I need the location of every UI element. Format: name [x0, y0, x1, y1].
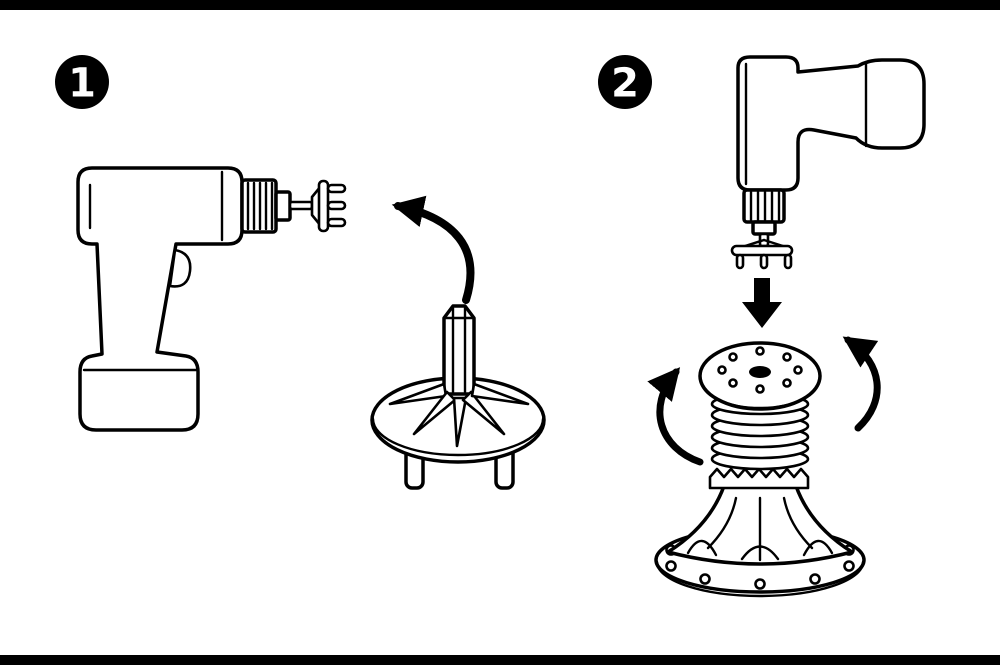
- bottom-border-bar: [0, 655, 1000, 665]
- step-1-badge: 1: [55, 55, 109, 109]
- chuck-knurling: [246, 181, 274, 231]
- pedestal-adjustment-key-icon: [370, 304, 546, 490]
- step-1-group: 1: [55, 55, 546, 490]
- cordless-drill-icon: [736, 55, 926, 248]
- driver-bit-adapter-icon: [730, 238, 794, 270]
- step-2-number: 2: [611, 60, 639, 106]
- top-border-bar: [0, 0, 1000, 10]
- bit-shaft: [288, 200, 314, 211]
- drill-nose: [751, 220, 777, 236]
- step-1-badge-circle: [55, 55, 109, 109]
- step-2-badge: 2: [598, 55, 652, 109]
- drill-body: [736, 55, 926, 192]
- top-disc-center-slot: [749, 366, 771, 378]
- rotation-arrow-icon: [647, 367, 704, 466]
- drill-trigger: [168, 248, 192, 288]
- pedestal-lock-ring: [708, 467, 810, 490]
- step-2-group: 2: [598, 55, 926, 598]
- cordless-drill-icon: [76, 166, 314, 432]
- drill-nose: [274, 190, 292, 222]
- drill-body: [76, 166, 244, 432]
- top-disc-holes: [717, 346, 803, 394]
- chuck-knurling: [749, 190, 781, 222]
- step-1-number: 1: [68, 60, 96, 106]
- rotation-arrow-icon: [842, 336, 881, 432]
- key-hex-shaft: [442, 304, 476, 396]
- curved-arrow-icon: [391, 195, 475, 304]
- step-2-badge-circle: [598, 55, 652, 109]
- pedestal-thread-coil: [710, 392, 810, 471]
- adjustable-pedestal-icon: [647, 336, 881, 598]
- key-fins: [388, 382, 530, 448]
- down-arrow-icon: [742, 278, 782, 328]
- driver-bit-adapter-icon: [310, 179, 347, 233]
